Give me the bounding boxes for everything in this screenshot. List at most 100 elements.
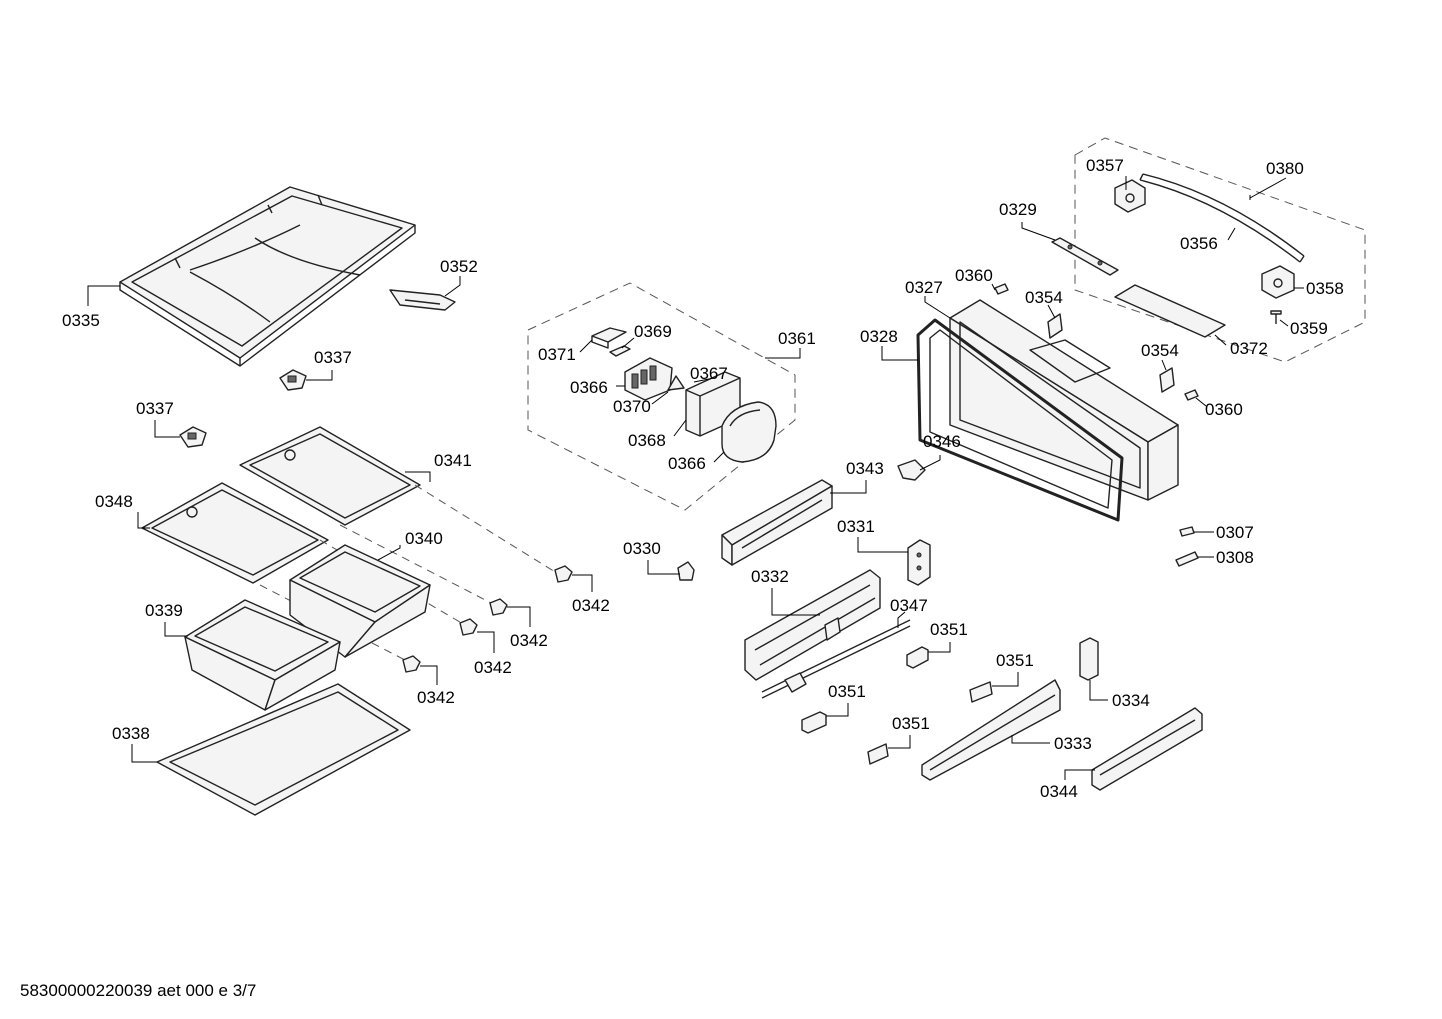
part-0347-rod[interactable]: [761, 619, 911, 699]
part-0334-bracket[interactable]: [1079, 637, 1099, 681]
callout-0337b[interactable]: 0337: [136, 399, 174, 418]
callout-0360a[interactable]: 0360: [955, 266, 993, 285]
part-0360-screw-upper[interactable]: [994, 283, 1009, 295]
part-0370-bracket[interactable]: [667, 375, 685, 391]
callout-0369[interactable]: 0369: [634, 322, 672, 341]
callout-0343[interactable]: 0343: [846, 459, 884, 478]
part-0371-filter-cover[interactable]: [591, 327, 627, 349]
part-0351-pad-a[interactable]: [906, 646, 929, 669]
callout-0334[interactable]: 0334: [1112, 691, 1150, 710]
part-0357-end-cap[interactable]: [1114, 179, 1146, 213]
part-0307-pin[interactable]: [1179, 526, 1195, 537]
callout-0371[interactable]: 0371: [538, 345, 576, 364]
callout-0361[interactable]: 0361: [778, 329, 816, 348]
callout-0367[interactable]: 0367: [690, 364, 728, 383]
callout-0356[interactable]: 0356: [1180, 234, 1218, 253]
part-0351-pad-d[interactable]: [867, 743, 889, 765]
callout-0338[interactable]: 0338: [112, 724, 150, 743]
callout-0328[interactable]: 0328: [860, 327, 898, 346]
part-0337-hinge-upper[interactable]: [279, 369, 307, 391]
part-0352-clip[interactable]: [389, 289, 456, 311]
group-box-0380: [1074, 137, 1366, 363]
part-0327-drawer-front[interactable]: [949, 299, 1179, 501]
callout-0342b[interactable]: 0342: [510, 631, 548, 650]
part-0331-hinge-plate[interactable]: [907, 539, 931, 586]
callout-0352[interactable]: 0352: [440, 257, 478, 276]
part-0337-hinge-lower[interactable]: [179, 426, 207, 448]
part-0360-screw-lower[interactable]: [1184, 389, 1199, 401]
part-0330-bracket[interactable]: [677, 561, 695, 581]
part-0366-filter-cover-front[interactable]: [721, 401, 777, 463]
callout-0329[interactable]: 0329: [999, 200, 1037, 219]
part-0366-filter-housing-back[interactable]: [624, 357, 673, 401]
callout-0344[interactable]: 0344: [1040, 782, 1078, 801]
part-0335-shelf-frame[interactable]: [119, 186, 416, 367]
callout-0351c[interactable]: 0351: [828, 682, 866, 701]
part-0333-rail[interactable]: [921, 679, 1061, 781]
callout-0333[interactable]: 0333: [1054, 734, 1092, 753]
callout-0308[interactable]: 0308: [1216, 548, 1254, 567]
callout-0360b[interactable]: 0360: [1205, 400, 1243, 419]
part-0369-filter[interactable]: [609, 345, 631, 357]
callout-0372[interactable]: 0372: [1230, 339, 1268, 358]
callout-0366a[interactable]: 0366: [570, 378, 608, 397]
diagram-footer-id: 58300000220039 aet 000 e 3/7: [20, 981, 257, 1000]
part-0329-rail[interactable]: [1051, 237, 1119, 276]
callout-0332[interactable]: 0332: [751, 567, 789, 586]
part-0328-door-gasket[interactable]: [916, 318, 1124, 522]
callout-0359[interactable]: 0359: [1290, 319, 1328, 338]
callout-0347[interactable]: 0347: [890, 596, 928, 615]
part-0351-pad-c[interactable]: [801, 711, 827, 734]
leader-0347: [897, 611, 906, 628]
part-0342-clip-a[interactable]: [554, 565, 573, 583]
callout-0380[interactable]: 0380: [1266, 159, 1304, 178]
callout-0341[interactable]: 0341: [434, 451, 472, 470]
callout-0366b[interactable]: 0366: [668, 454, 706, 473]
part-0308-clip[interactable]: [1175, 551, 1199, 567]
callout-0339[interactable]: 0339: [145, 601, 183, 620]
callout-0368[interactable]: 0368: [628, 431, 666, 450]
part-0348-glass-shelf[interactable]: [141, 482, 329, 584]
callout-0340[interactable]: 0340: [405, 529, 443, 548]
part-0346-bracket[interactable]: [897, 459, 926, 481]
callout-0330[interactable]: 0330: [623, 539, 661, 558]
part-0341-glass-shelf[interactable]: [239, 426, 421, 526]
leader-0341: [405, 471, 431, 482]
callout-0335[interactable]: 0335: [62, 311, 100, 330]
callout-0351d[interactable]: 0351: [892, 714, 930, 733]
callout-0342a[interactable]: 0342: [572, 596, 610, 615]
part-0354-bracket-upper[interactable]: [1047, 313, 1063, 339]
part-0359-screw[interactable]: [1270, 310, 1282, 324]
leader-0346: [919, 455, 941, 471]
callout-0337a[interactable]: 0337: [314, 348, 352, 367]
part-0354-bracket-lower[interactable]: [1159, 367, 1175, 393]
callout-0351b[interactable]: 0351: [996, 651, 1034, 670]
part-0351-pad-b[interactable]: [969, 681, 993, 703]
part-0342-clip-d[interactable]: [402, 655, 421, 673]
callout-0354a[interactable]: 0354: [1025, 288, 1063, 307]
part-0344-telescopic-slide[interactable]: [1091, 707, 1203, 791]
part-0343-slide-rail[interactable]: [721, 479, 833, 566]
callout-0342d[interactable]: 0342: [417, 688, 455, 707]
leader-0340: [377, 545, 401, 561]
callout-0358[interactable]: 0358: [1306, 279, 1344, 298]
callout-0346[interactable]: 0346: [923, 432, 961, 451]
callout-0307[interactable]: 0307: [1216, 523, 1254, 542]
part-0342-clip-c[interactable]: [459, 618, 478, 636]
part-0338-cover-frame[interactable]: [156, 683, 411, 816]
part-0339-crisper-drawer[interactable]: [184, 599, 341, 711]
part-0372-gasket-strip[interactable]: [1114, 284, 1226, 338]
part-0340-crisper-drawer[interactable]: [289, 544, 431, 658]
callout-0327[interactable]: 0327: [905, 278, 943, 297]
callout-0348[interactable]: 0348: [95, 492, 133, 511]
callout-0370[interactable]: 0370: [613, 397, 651, 416]
part-0358-end-cap[interactable]: [1261, 265, 1295, 299]
callout-0357[interactable]: 0357: [1086, 156, 1124, 175]
callout-0342c[interactable]: 0342: [474, 658, 512, 677]
part-0342-clip-b[interactable]: [489, 598, 508, 616]
callout-0354b[interactable]: 0354: [1141, 341, 1179, 360]
callout-0331[interactable]: 0331: [837, 517, 875, 536]
part-0332-slide-assembly[interactable]: [744, 569, 881, 681]
part-0356-handle-bar[interactable]: [1139, 173, 1305, 263]
callout-0351a[interactable]: 0351: [930, 620, 968, 639]
